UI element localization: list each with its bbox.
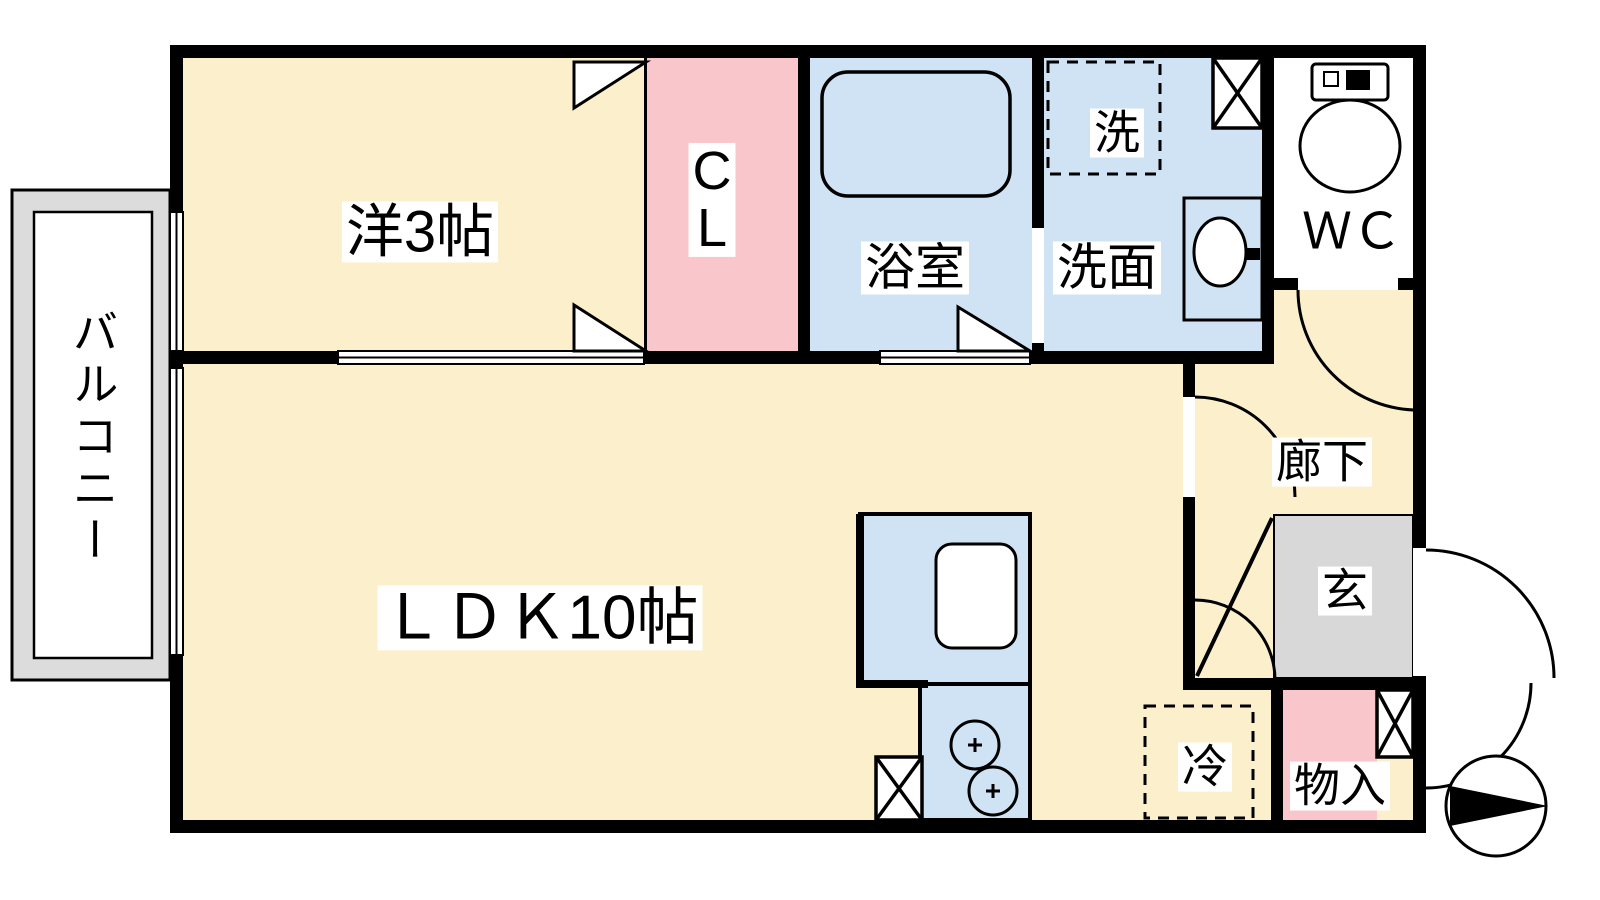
washbasin-icon (1182, 196, 1264, 322)
bathtub-icon (820, 70, 1012, 198)
room-label-ldk: ＬＤＫ10帖 (377, 585, 703, 651)
room-label-closet: C L (688, 140, 736, 258)
label-fridge-space: 冷 (1178, 742, 1232, 792)
balcony-area (10, 188, 172, 682)
room-label-wc: ＷＣ (1298, 205, 1406, 259)
north-arrow-icon (1444, 754, 1548, 858)
closet-label-c: C (692, 140, 732, 201)
room-label-storage: 物入 (1290, 761, 1390, 811)
room-label-hallway: 廊下 (1272, 437, 1372, 487)
kitchen-pillar-icon (874, 755, 924, 822)
room-label-bath: 浴室 (861, 241, 969, 295)
bath-door-symbol (956, 304, 1036, 353)
sliding-door-symbols (572, 60, 1036, 353)
kitchen-counter (856, 512, 1032, 822)
room-bath-fill (810, 58, 1032, 351)
closet-door-symbol-bottom (572, 302, 652, 353)
label-washer-space: 洗 (1090, 108, 1144, 158)
stove-burners-icon (949, 719, 1019, 817)
kitchen-sink-icon (934, 542, 1018, 650)
fridge-space-outline (1143, 704, 1255, 820)
room-label-entrance: 玄 (1318, 566, 1372, 616)
closet-door-symbol-top (572, 60, 652, 111)
hatched-boxes (874, 56, 1415, 822)
closet-label-l: L (696, 198, 728, 258)
room-label-western: 洋3帖 (341, 201, 499, 263)
pipe-shaft-top-icon (1211, 56, 1264, 130)
entrance-hall-door-arc (1194, 598, 1277, 681)
pipe-shaft-bottom-icon (1375, 688, 1415, 759)
windows (169, 211, 1426, 676)
room-label-washroom: 洗面 (1053, 241, 1161, 295)
door-gaps (1032, 228, 1426, 676)
entrance-diagonal-wall (1195, 517, 1274, 677)
front-door-arc-upper (1425, 548, 1556, 679)
toilet-icon (1298, 62, 1402, 194)
dashed-appliance-boxes (1046, 60, 1255, 820)
room-label-balcony: バルコニー (66, 302, 118, 574)
wc-door-arc (1296, 289, 1419, 412)
fixtures (820, 62, 1402, 322)
